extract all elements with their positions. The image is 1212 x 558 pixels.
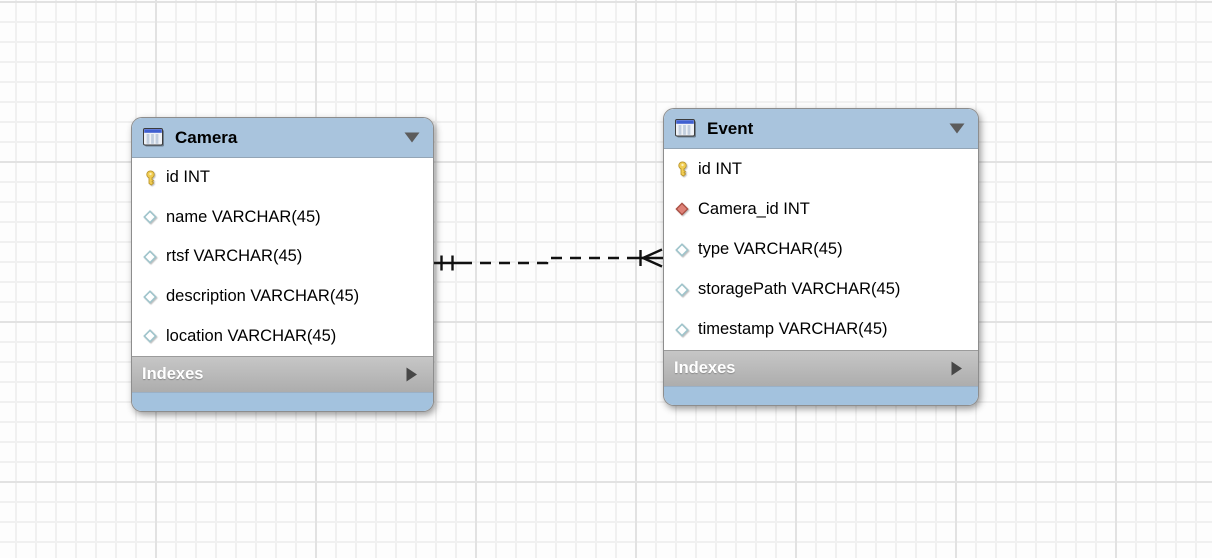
column-icon [674,322,690,338]
column-row[interactable]: description VARCHAR(45) [132,277,433,317]
column-label: id INT [166,168,211,187]
indexes-label: Indexes [674,359,736,377]
connector-dashed-segment [461,256,636,265]
table-header[interactable]: Camera [132,118,433,158]
crows-foot-icon [640,248,663,268]
column-label: id INT [698,159,743,178]
indexes-label: Indexes [142,365,204,383]
column-label: location VARCHAR(45) [166,326,337,345]
table-event[interactable]: Event id INT Camera_id INT type VARCHAR(45… [663,108,979,406]
column-icon [142,249,158,265]
table-icon [674,118,697,139]
expand-arrow-icon[interactable] [950,360,963,377]
column-row[interactable]: timestamp VARCHAR(45) [664,310,978,350]
column-icon [674,282,690,298]
primary-key-icon [674,161,690,177]
column-icon [142,328,158,344]
table-name: Camera [175,127,238,147]
column-label: timestamp VARCHAR(45) [698,320,888,339]
indexes-bar[interactable]: Indexes [664,350,978,386]
expand-arrow-icon[interactable] [405,366,418,383]
column-label: description VARCHAR(45) [166,287,360,306]
column-list: id INT Camera_id INT type VARCHAR(45) stora… [664,149,978,350]
column-row[interactable]: id INT [664,149,978,189]
column-row[interactable]: storagePath VARCHAR(45) [664,270,978,310]
foreign-key-icon [674,201,690,217]
column-list: id INT name VARCHAR(45) rtsf VARCHAR(45) de… [132,158,433,356]
column-row[interactable]: Camera_id INT [664,189,978,229]
table-icon [142,127,165,148]
column-row[interactable]: rtsf VARCHAR(45) [132,237,433,277]
column-row[interactable]: location VARCHAR(45) [132,316,433,356]
column-icon [142,289,158,305]
column-row[interactable]: name VARCHAR(45) [132,198,433,238]
table-footer [132,392,433,411]
indexes-bar[interactable]: Indexes [132,356,433,392]
table-name: Event [707,118,754,138]
column-label: rtsf VARCHAR(45) [166,247,303,266]
column-icon [142,209,158,225]
column-label: type VARCHAR(45) [698,240,843,258]
collapse-arrow-icon[interactable] [403,131,421,144]
primary-key-icon [142,170,158,186]
table-camera[interactable]: Camera id INT name VARCHAR(45) rtsf VARCHA… [131,117,434,412]
column-icon [674,242,690,258]
column-row[interactable]: type VARCHAR(45) [664,229,978,269]
column-label: name VARCHAR(45) [166,207,321,226]
table-footer [664,386,978,405]
table-header[interactable]: Event [664,109,978,149]
collapse-arrow-icon[interactable] [948,122,966,135]
column-label: Camera_id INT [698,199,810,218]
column-row[interactable]: id INT [132,158,433,198]
column-label: storagePath VARCHAR(45) [698,280,901,299]
